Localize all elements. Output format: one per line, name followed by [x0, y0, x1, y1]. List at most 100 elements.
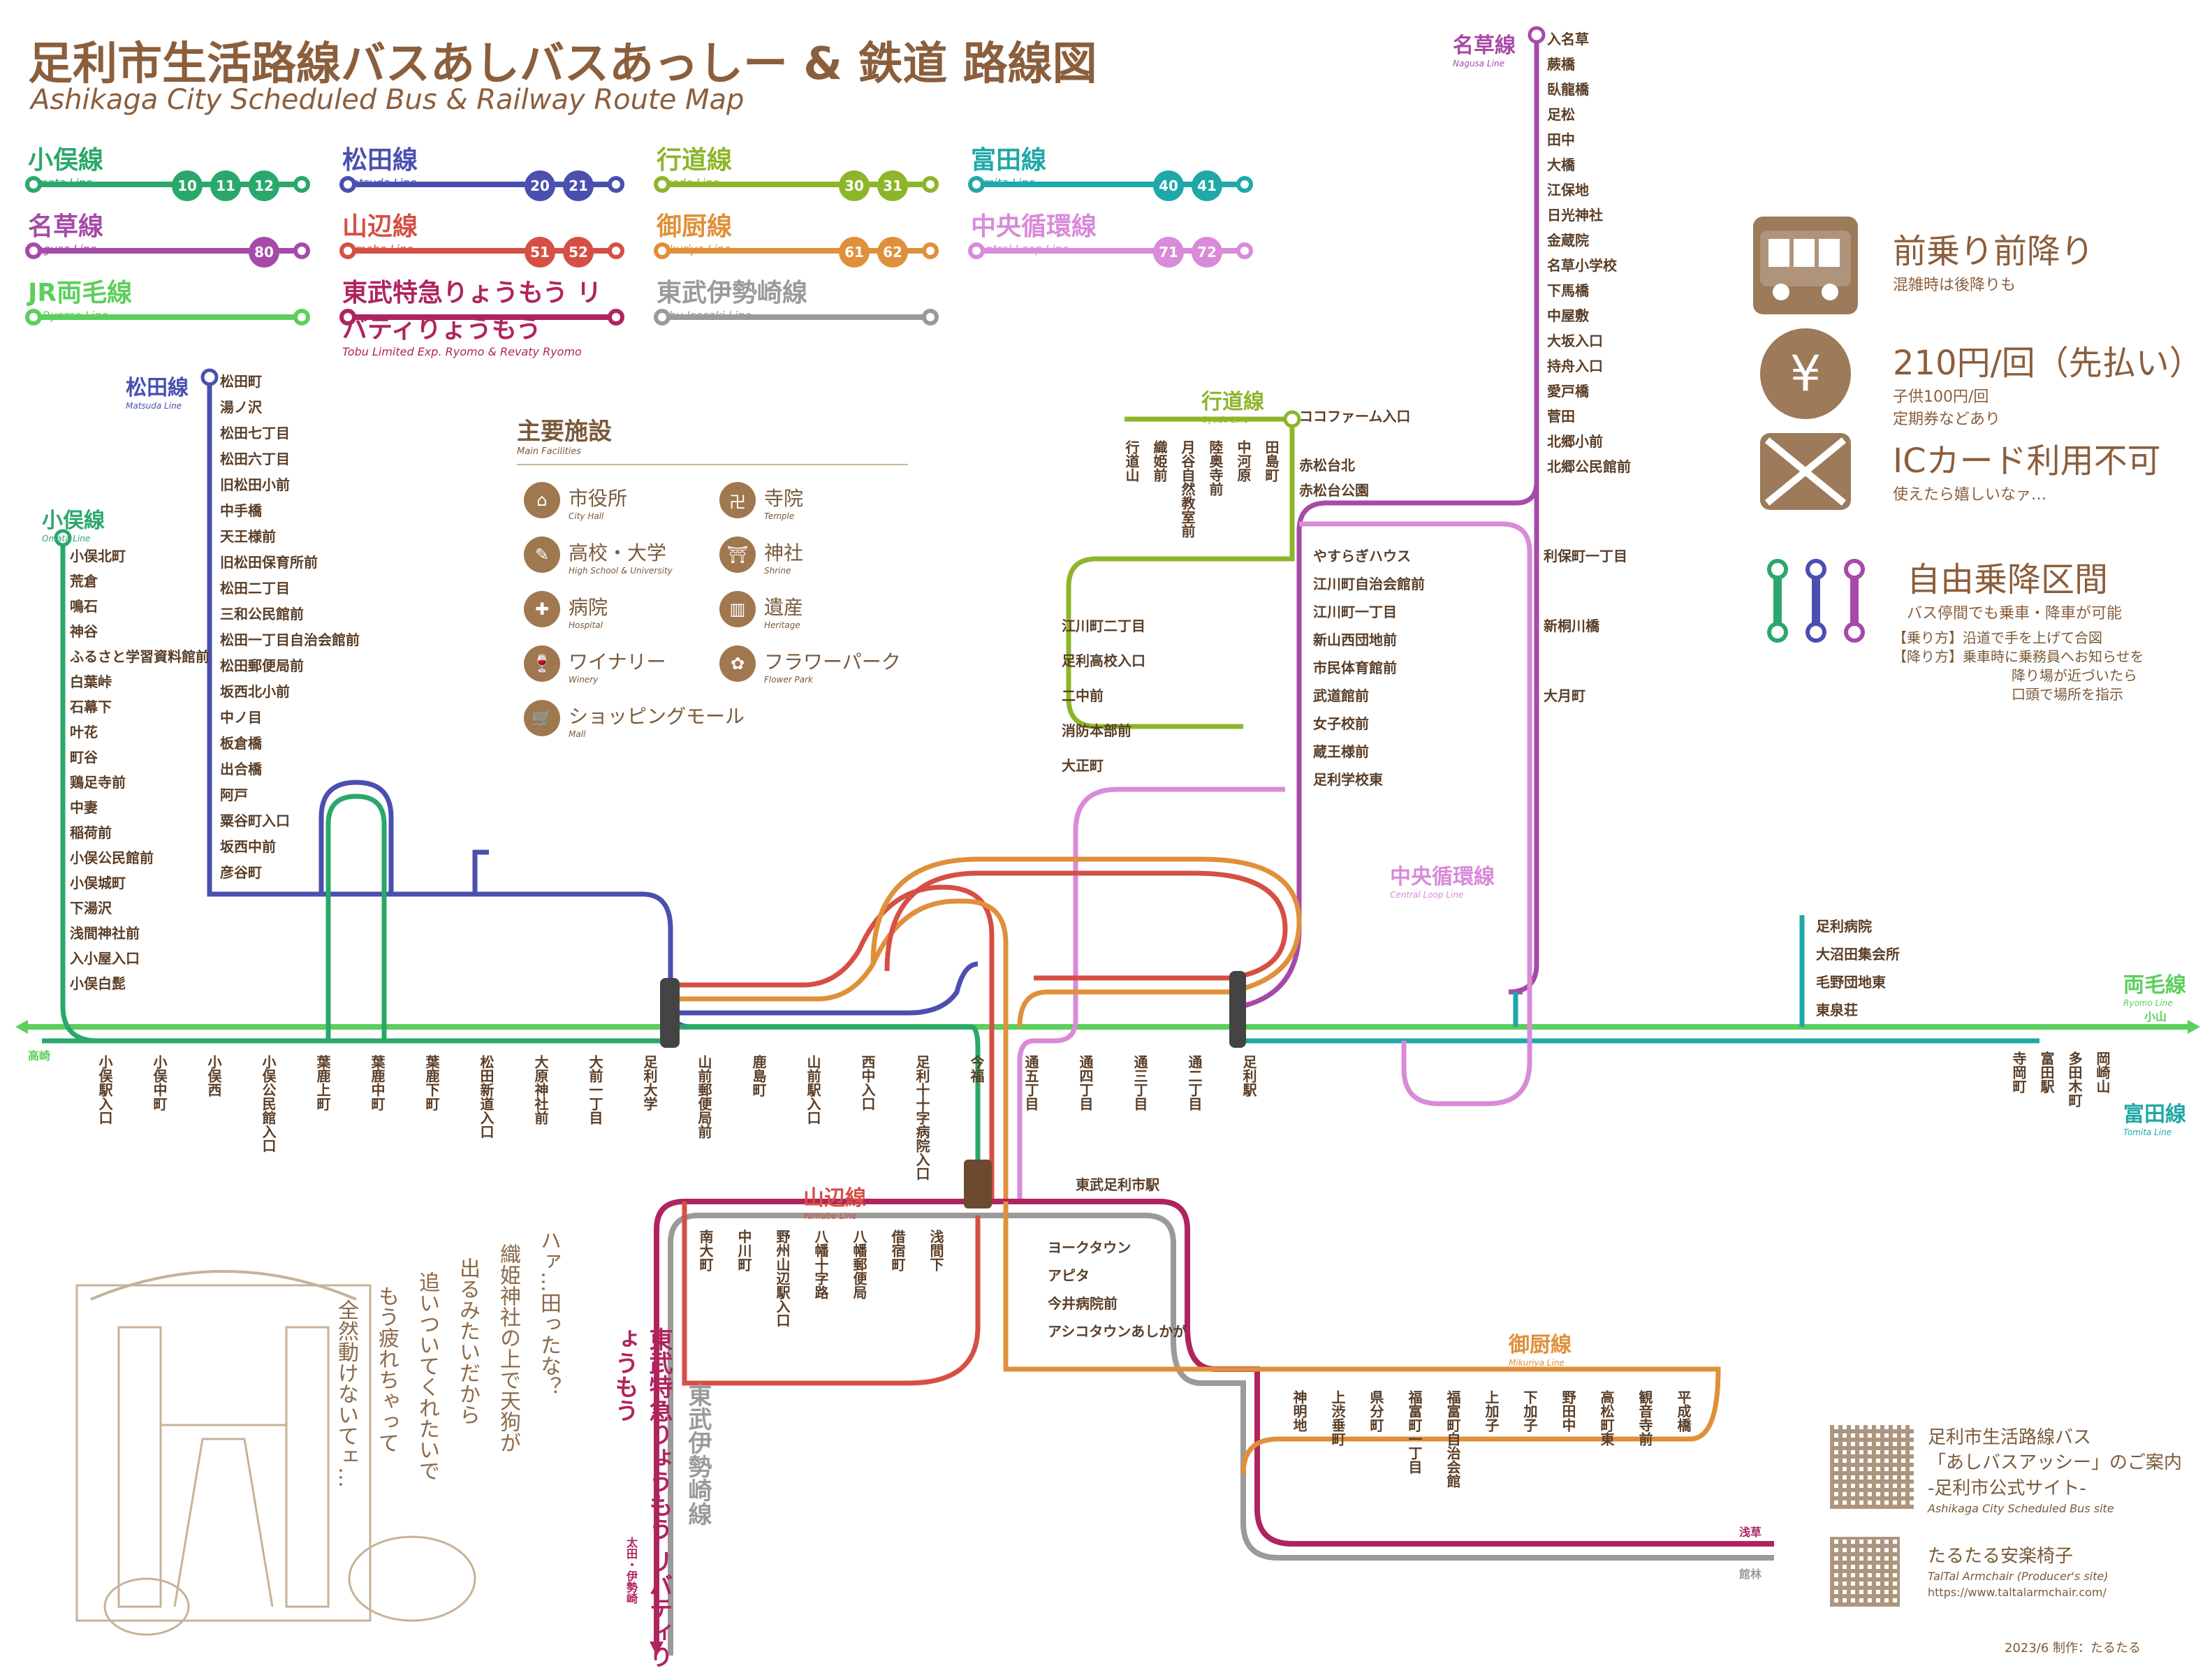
bus-stop-nagusa[interactable]: 足松 [1547, 106, 1575, 123]
bus-stop-mikuriya[interactable]: 上加子 [1483, 1390, 1500, 1432]
bus-stop-main[interactable]: 葉鹿下町 [423, 1055, 440, 1111]
bus-stop-nagusa[interactable]: 名草小学校 [1547, 257, 1617, 274]
bus-stop-matsuda[interactable]: 旧松田保育所前 [220, 554, 318, 571]
bus-stop-matsuda[interactable]: 天王様前 [220, 528, 276, 545]
bus-stop-yamabe[interactable]: 借宿町 [889, 1229, 906, 1271]
bus-stop-mikuriya[interactable]: 県分町 [1368, 1390, 1384, 1432]
bus-stop-chuo[interactable]: 消防本部前 [1062, 722, 1131, 739]
bus-stop-chuo[interactable]: 大正町 [1062, 757, 1104, 774]
bus-stop-matsuda[interactable]: 松田町 [220, 373, 262, 390]
bus-stop-main[interactable]: 西中入口 [859, 1055, 876, 1111]
bus-stop-main[interactable]: 松田新道入口 [478, 1055, 495, 1139]
bus-stop-matsuda[interactable]: 松田郵便局前 [220, 657, 304, 674]
bus-stop-chuo[interactable]: 武道館前 [1313, 687, 1369, 704]
bus-stop-chuo[interactable]: 女子校前 [1313, 715, 1369, 732]
bus-stop-matsuda[interactable]: 松田一丁目自治会館前 [220, 631, 360, 648]
bus-stop-gyodo[interactable]: ココファーム入口 [1299, 408, 1411, 425]
bus-stop-omata[interactable]: 下湯沢 [70, 900, 112, 916]
bus-stop-yamabe[interactable]: 八幡郵便局 [851, 1229, 867, 1299]
bus-stop-nagusa[interactable]: 入名草 [1547, 31, 1589, 48]
bus-stop-main[interactable]: 足利駅 [1240, 1055, 1257, 1097]
bus-stop-omata[interactable]: 町谷 [70, 749, 98, 766]
bus-stop-chuo[interactable]: 蔵王様前 [1313, 743, 1369, 760]
bus-stop-gyodo[interactable]: 織姫前 [1151, 440, 1168, 482]
bus-stop-mikuriya[interactable]: 神明地 [1291, 1390, 1308, 1432]
bus-stop-omata[interactable]: 荒倉 [70, 573, 98, 590]
bus-stop-matsuda[interactable]: 坂西北小前 [220, 683, 290, 700]
bus-stop-gyodo[interactable]: 赤松台北 [1299, 457, 1355, 474]
bus-stop-omata[interactable]: 入小屋入口 [70, 950, 140, 967]
bus-stop-nagusa[interactable]: 江保地 [1547, 182, 1589, 198]
bus-stop-nagusa[interactable]: 中屋敷 [1547, 307, 1589, 324]
bus-stop-main[interactable]: 小俣西 [205, 1055, 222, 1097]
bus-stop-main[interactable]: 足利十十字病院入口 [914, 1055, 930, 1181]
bus-stop-omata[interactable]: 小俣城町 [70, 875, 126, 891]
bus-stop-mikuriya[interactable]: 福富町一丁目 [1406, 1390, 1423, 1474]
bus-stop-omata[interactable]: 中妻 [70, 799, 98, 816]
bus-stop-matsuda[interactable]: 三和公民館前 [220, 606, 304, 622]
bus-stop-nagusa[interactable]: 金蔵院 [1547, 232, 1589, 249]
bus-stop-tomita[interactable]: 岡崎山 [2094, 1051, 2111, 1093]
bus-stop-nagusa[interactable]: 北郷小前 [1547, 433, 1603, 450]
bus-stop-chuo[interactable]: 新山西団地前 [1313, 631, 1397, 648]
bus-stop-yamabe[interactable]: 浅間下 [928, 1229, 944, 1271]
bus-stop-main[interactable]: 小俣中町 [151, 1055, 168, 1111]
bus-stop-chuo[interactable]: 新桐川橋 [1544, 618, 1599, 634]
bus-stop-chuo[interactable]: 足利高校入口 [1062, 652, 1145, 669]
bus-stop-misc[interactable]: 今井病院前 [1048, 1295, 1118, 1312]
producer-url[interactable]: https://www.taltalarmchair.com/ [1928, 1585, 2107, 1599]
bus-stop-yamabe[interactable]: 南大町 [697, 1229, 714, 1271]
bus-stop-mikuriya[interactable]: 福富町自治会館 [1444, 1390, 1461, 1488]
bus-stop-main[interactable]: 山前駅入口 [805, 1055, 821, 1125]
bus-stop-mikuriya[interactable]: 野田中 [1560, 1390, 1576, 1432]
bus-stop-chuo[interactable]: 江川町二丁目 [1062, 618, 1145, 634]
bus-stop-tomita[interactable]: 多田木町 [2066, 1051, 2083, 1107]
bus-stop-main[interactable]: 鹿島町 [750, 1055, 767, 1097]
bus-stop-main[interactable]: 大前一丁目 [587, 1055, 603, 1125]
bus-stop-misc[interactable]: アピタ [1048, 1267, 1090, 1284]
bus-stop-omata[interactable]: 小俣白髭 [70, 975, 126, 992]
bus-stop-chuo[interactable]: 足利学校東 [1313, 771, 1383, 788]
bus-stop-main[interactable]: 通三丁目 [1131, 1055, 1148, 1111]
bus-stop-gyodo[interactable]: 赤松台公園 [1299, 482, 1369, 499]
bus-stop-matsuda[interactable]: 中手橋 [220, 502, 262, 519]
bus-stop-tomita[interactable]: 大沼田集会所 [1816, 946, 1900, 963]
bus-stop-main[interactable]: 葉鹿上町 [314, 1055, 331, 1111]
bus-stop-omata[interactable]: 白葉峠 [70, 673, 112, 690]
bus-stop-omata[interactable]: ふるさと学習資料館前 [70, 648, 210, 665]
bus-stop-matsuda[interactable]: 中ノ目 [220, 709, 262, 726]
bus-stop-tomita[interactable]: 富田駅 [2038, 1051, 2055, 1093]
bus-stop-nagusa[interactable]: 愛戸橋 [1547, 383, 1589, 400]
bus-stop-nagusa[interactable]: 田中 [1547, 131, 1575, 148]
bus-stop-tomita[interactable]: 東泉荘 [1816, 1002, 1858, 1018]
bus-stop-main[interactable]: 小俣公民館入口 [260, 1055, 277, 1153]
bus-stop-mikuriya[interactable]: 上渋垂町 [1329, 1390, 1346, 1446]
qr-code-city[interactable] [1830, 1425, 1914, 1509]
bus-stop-omata[interactable]: 稲荷前 [70, 824, 112, 841]
bus-stop-omata[interactable]: 小俣北町 [70, 548, 126, 564]
bus-stop-matsuda[interactable]: 松田二丁目 [220, 580, 290, 597]
bus-stop-matsuda[interactable]: 板倉橋 [220, 735, 262, 752]
bus-stop-main[interactable]: 大原神社前 [532, 1055, 549, 1125]
bus-stop-gyodo[interactable]: 行道山 [1123, 440, 1140, 482]
bus-stop-chuo[interactable]: 大月町 [1544, 687, 1585, 704]
bus-stop-nagusa[interactable]: 大橋 [1547, 156, 1575, 173]
qr-code-producer[interactable] [1830, 1537, 1900, 1607]
bus-stop-mikuriya[interactable]: 下加子 [1521, 1390, 1538, 1432]
bus-stop-chuo[interactable]: 江川町一丁目 [1313, 604, 1397, 620]
bus-stop-omata[interactable]: 石幕下 [70, 699, 112, 715]
bus-stop-nagusa[interactable]: 大坂入口 [1547, 333, 1603, 349]
bus-stop-matsuda[interactable]: 阿戸 [220, 787, 248, 803]
bus-stop-yamabe[interactable]: 中川町 [735, 1229, 752, 1271]
bus-stop-tomita[interactable]: 毛野団地東 [1816, 974, 1886, 991]
bus-stop-main[interactable]: 通四丁目 [1077, 1055, 1094, 1111]
bus-stop-main[interactable]: 今福 [968, 1055, 985, 1083]
bus-stop-tomita[interactable]: 足利病院 [1816, 918, 1872, 935]
bus-stop-matsuda[interactable]: 出合橋 [220, 761, 262, 777]
bus-stop-gyodo[interactable]: 中河原 [1235, 440, 1252, 482]
bus-stop-omata[interactable]: 鳴石 [70, 598, 98, 615]
bus-stop-omata[interactable]: 小俣公民館前 [70, 849, 154, 866]
bus-stop-mikuriya[interactable]: 平成橋 [1675, 1390, 1692, 1432]
bus-stop-nagusa[interactable]: 蕨橋 [1547, 56, 1575, 73]
bus-stop-main[interactable]: 足利大学 [641, 1055, 658, 1111]
